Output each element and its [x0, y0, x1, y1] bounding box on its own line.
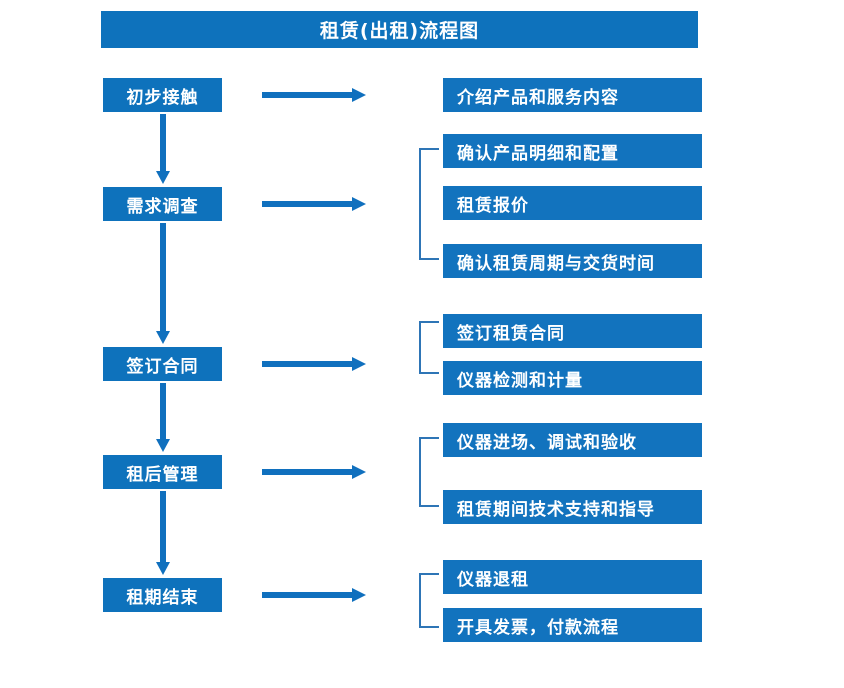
- task-box-5[interactable]: 签订租赁合同: [443, 314, 702, 348]
- horizontal-arrow-stage-1: [262, 88, 367, 102]
- horizontal-arrow-stage-3: [262, 357, 367, 371]
- group-bracket-1: [418, 148, 440, 260]
- stage-box-2[interactable]: 需求调查: [103, 187, 222, 221]
- vertical-arrow-4-to-5: [155, 491, 171, 576]
- diagram-title: 租赁(出租)流程图: [101, 11, 698, 48]
- group-bracket-3: [418, 437, 440, 507]
- group-bracket-2: [418, 321, 440, 374]
- stage-box-1[interactable]: 初步接触: [103, 78, 222, 112]
- vertical-arrow-1-to-2: [155, 114, 171, 185]
- task-box-8[interactable]: 租赁期间技术支持和指导: [443, 490, 702, 524]
- task-box-2[interactable]: 确认产品明细和配置: [443, 134, 702, 168]
- task-box-3[interactable]: 租赁报价: [443, 186, 702, 220]
- stage-box-3[interactable]: 签订合同: [103, 347, 222, 381]
- vertical-arrow-3-to-4: [155, 383, 171, 453]
- stage-box-4[interactable]: 租后管理: [103, 455, 222, 489]
- stage-box-5[interactable]: 租期结束: [103, 578, 222, 612]
- horizontal-arrow-stage-2: [262, 197, 367, 211]
- horizontal-arrow-stage-5: [262, 588, 367, 602]
- horizontal-arrow-stage-4: [262, 465, 367, 479]
- task-box-10[interactable]: 开具发票，付款流程: [443, 608, 702, 642]
- task-box-7[interactable]: 仪器进场、调试和验收: [443, 423, 702, 457]
- task-box-1[interactable]: 介绍产品和服务内容: [443, 78, 702, 112]
- task-box-9[interactable]: 仪器退租: [443, 560, 702, 594]
- task-box-6[interactable]: 仪器检测和计量: [443, 361, 702, 395]
- vertical-arrow-2-to-3: [155, 223, 171, 345]
- group-bracket-4: [418, 573, 440, 628]
- task-box-4[interactable]: 确认租赁周期与交货时间: [443, 244, 702, 278]
